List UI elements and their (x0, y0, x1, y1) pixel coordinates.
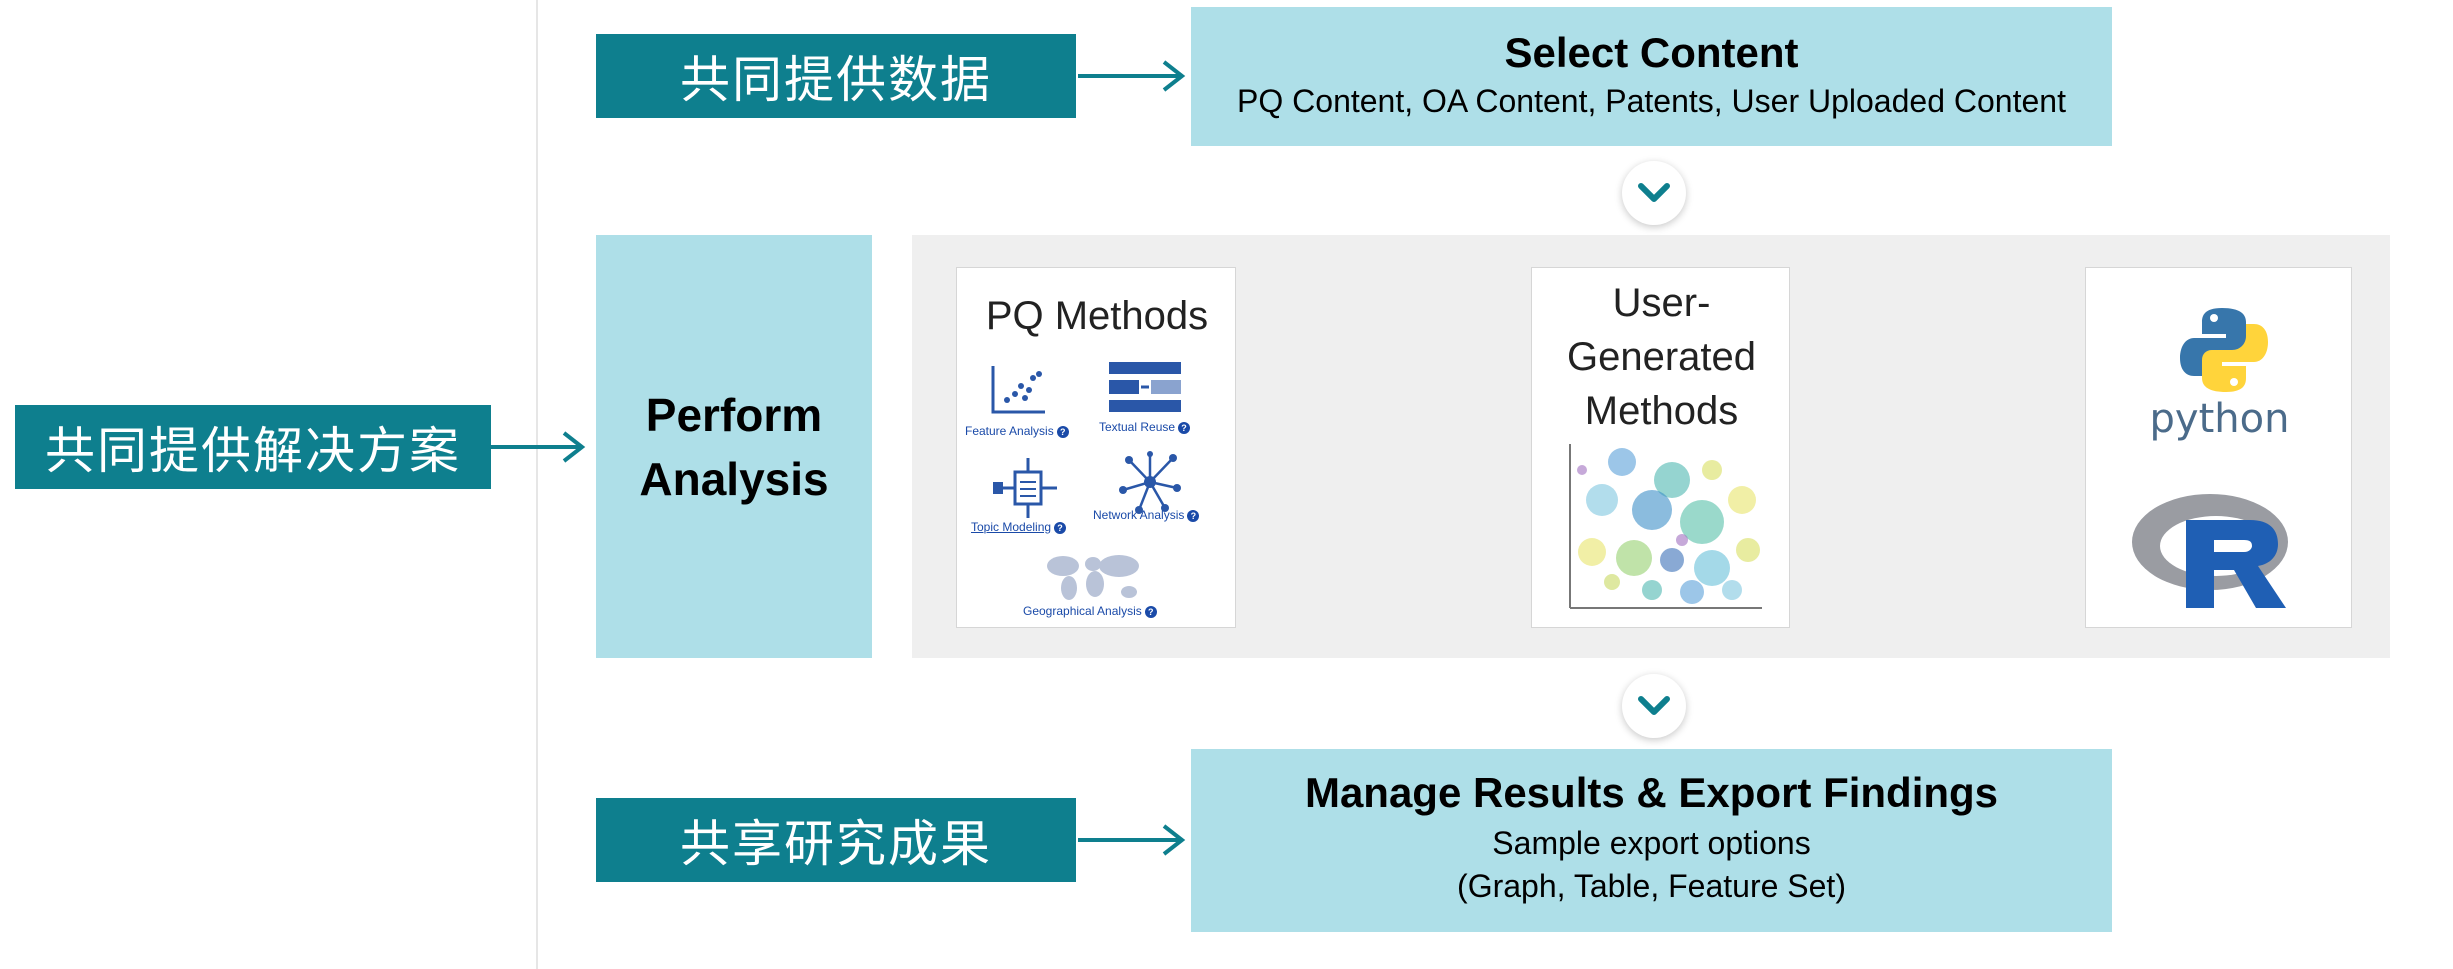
user-methods-title-line2: Generated (1566, 335, 1757, 379)
tag-provide-data: 共同提供数据 (596, 34, 1076, 118)
bubble-chart-icon (1562, 440, 1768, 623)
textual-reuse-icon (1107, 360, 1183, 421)
user-methods-title: User- Generated Methods (1532, 276, 1791, 438)
python-logo-icon (2178, 304, 2270, 401)
manage-results-title: Manage Results & Export Findings (1304, 769, 1999, 816)
tag-provide-data-label: 共同提供数据 (680, 51, 992, 109)
scatter-plot-icon (987, 364, 1047, 421)
perform-analysis-line2: Analysis (639, 452, 829, 505)
perform-analysis-box: Perform Analysis (596, 235, 872, 658)
user-methods-title-line3: Methods (1584, 389, 1739, 433)
pq-methods-card: PQ Methods Feature Analysis? Textual Reu… (956, 267, 1236, 628)
manage-results-line2: (Graph, Table, Feature Set) (1457, 868, 1846, 904)
geographical-analysis-label: Geographical Analysis? (1023, 604, 1157, 618)
user-methods-title-line1: User- (1612, 281, 1711, 325)
arrow-right-1 (1076, 54, 1188, 98)
arrow-right-2 (488, 425, 588, 469)
world-map-icon (1043, 550, 1143, 609)
topic-modeling-icon (991, 456, 1061, 525)
manage-results-box: Manage Results & Export Findings Sample … (1191, 749, 2112, 932)
user-methods-card: User- Generated Methods (1531, 267, 1790, 628)
textual-reuse-label: Textual Reuse? (1099, 420, 1191, 434)
perform-analysis-line1: Perform (645, 388, 823, 441)
chevron-down-icon (1622, 161, 1686, 225)
select-content-subtitle: PQ Content, OA Content, Patents, User Up… (1237, 83, 2066, 119)
tag-share-results: 共享研究成果 (596, 798, 1076, 882)
arrow-right-3 (1076, 818, 1188, 862)
topic-modeling-label: Topic Modeling? (971, 520, 1067, 534)
tag-provide-solution-label: 共同提供解决方案 (45, 422, 461, 480)
network-icon (1117, 450, 1183, 519)
pq-methods-title: PQ Methods (985, 294, 1209, 338)
select-content-box: Select Content PQ Content, OA Content, P… (1191, 7, 2112, 146)
tools-card: python (2085, 267, 2352, 628)
r-logo-icon (2130, 486, 2300, 619)
vertical-divider (536, 0, 538, 969)
select-content-title: Select Content (1504, 29, 1799, 76)
chevron-down-icon-2 (1622, 674, 1686, 738)
tag-provide-solution: 共同提供解决方案 (15, 405, 491, 489)
manage-results-line1: Sample export options (1492, 825, 1811, 861)
feature-analysis-label: Feature Analysis? (965, 424, 1069, 438)
network-analysis-label: Network Analysis? (1093, 508, 1200, 522)
python-label: python (2149, 396, 2290, 442)
tag-share-results-label: 共享研究成果 (680, 815, 992, 873)
